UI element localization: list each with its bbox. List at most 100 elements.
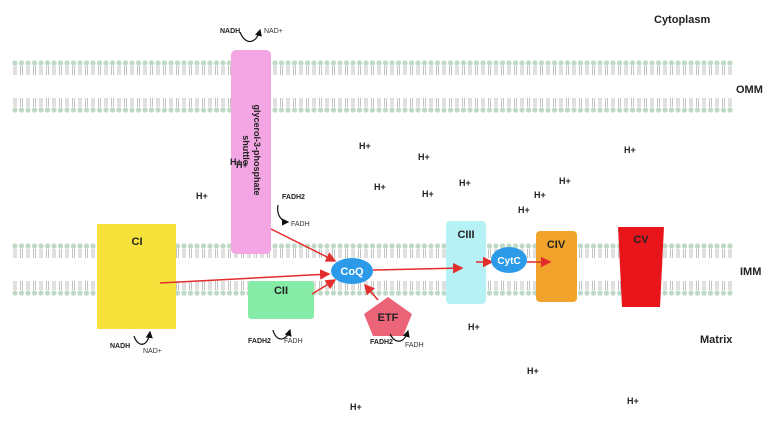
omm-lipid-head	[369, 60, 376, 66]
omm-lipid-head	[25, 60, 31, 66]
omm-lipid-head	[558, 107, 564, 113]
proton-label: H+	[459, 178, 471, 188]
imm-lipid-head	[187, 290, 194, 296]
omm-lipid-tail	[124, 66, 127, 75]
imm-lipid-head	[408, 290, 415, 296]
omm-lipid-head	[278, 107, 285, 113]
omm-lipid-head	[304, 107, 311, 113]
omm-lipid-head	[603, 107, 610, 113]
omm-lipid-head	[460, 60, 467, 66]
imm-lipid-tail	[228, 249, 231, 258]
omm-lipid-head	[707, 107, 714, 113]
omm-lipid-tail	[182, 98, 186, 107]
imm-lipid-head	[70, 243, 77, 249]
omm-lipid-tail	[117, 66, 121, 75]
nad-plus-label-ci: NAD+	[143, 348, 162, 355]
fadh-label-etf: FADH	[405, 342, 424, 349]
omm-lipid-tail	[572, 98, 576, 107]
omm-lipid-tail	[130, 66, 134, 75]
omm-lipid-head	[200, 107, 207, 113]
imm-lipid-head	[350, 290, 356, 296]
proton-label: H+	[236, 160, 248, 170]
proton-label: H+	[418, 152, 430, 162]
omm-lipid-head	[103, 60, 109, 66]
imm-lipid-tail	[683, 281, 686, 290]
omm-lipid-head	[187, 107, 194, 113]
omm-lipid-tail	[98, 98, 101, 107]
omm-lipid-head	[649, 60, 655, 66]
proton-label: H+	[527, 366, 539, 376]
omm-lipid-tail	[338, 98, 342, 107]
imm-lipid-head	[44, 243, 51, 249]
imm-label: IMM	[740, 266, 761, 278]
omm-lipid-tail	[286, 98, 290, 107]
omm-lipid-tail	[195, 66, 199, 75]
omm-lipid-tail	[663, 98, 667, 107]
omm-lipid-tail	[494, 66, 498, 75]
imm-lipid-head	[77, 290, 83, 296]
imm-lipid-head	[421, 243, 428, 249]
omm-lipid-head	[512, 107, 519, 113]
omm-lipid-tail	[423, 66, 426, 75]
cytc-label: CytC	[497, 256, 520, 267]
omm-lipid-tail	[423, 98, 426, 107]
imm-lipid-tail	[403, 249, 407, 258]
fadh2-label-cii: FADH2	[248, 338, 271, 345]
imm-lipid-tail	[611, 249, 615, 258]
omm-lipid-head	[571, 60, 577, 66]
omm-lipid-tail	[72, 98, 75, 107]
imm-lipid-head	[337, 243, 343, 249]
omm-lipid-tail	[137, 66, 140, 75]
omm-lipid-head	[467, 107, 473, 113]
omm-lipid-head	[363, 107, 369, 113]
imm-lipid-head	[12, 243, 18, 249]
omm-lipid-head	[298, 60, 304, 66]
imm-lipid-head	[681, 290, 688, 296]
omm-lipid-head	[532, 107, 538, 113]
omm-lipid-tail	[358, 66, 361, 75]
imm-lipid-tail	[299, 249, 303, 258]
omm-lipid-tail	[410, 98, 413, 107]
omm-lipid-head	[558, 60, 564, 66]
omm-lipid-head	[350, 60, 356, 66]
imm-lipid-tail	[371, 249, 374, 258]
omm-lipid-head	[337, 60, 343, 66]
omm-lipid-head	[226, 107, 233, 113]
imm-lipid-head	[18, 290, 25, 296]
omm-lipid-tail	[390, 98, 394, 107]
imm-lipid-tail	[195, 281, 199, 290]
imm-lipid-tail	[59, 281, 62, 290]
omm-lipid-tail	[306, 66, 309, 75]
imm-lipid-head	[343, 243, 350, 249]
omm-lipid-head	[116, 60, 122, 66]
omm-lipid-head	[220, 60, 226, 66]
omm-lipid-tail	[280, 66, 283, 75]
omm-lipid-tail	[533, 66, 537, 75]
omm-lipid-tail	[605, 66, 608, 75]
omm-lipid-head	[642, 60, 649, 66]
imm-lipid-head	[720, 243, 727, 249]
omm-lipid-tail	[156, 98, 160, 107]
imm-lipid-head	[200, 243, 207, 249]
imm-lipid-tail	[189, 281, 192, 290]
imm-lipid-tail	[403, 281, 407, 290]
omm-lipid-tail	[475, 66, 478, 75]
omm-lipid-head	[564, 60, 571, 66]
imm-lipid-head	[493, 290, 499, 296]
omm-lipid-head	[382, 60, 389, 66]
omm-lipid-head	[174, 60, 181, 66]
imm-lipid-tail	[91, 249, 95, 258]
imm-lipid-tail	[507, 281, 511, 290]
omm-lipid-tail	[494, 98, 498, 107]
omm-lipid-tail	[293, 66, 296, 75]
omm-lipid-head	[480, 60, 486, 66]
omm-lipid-head	[57, 107, 64, 113]
imm-lipid-tail	[20, 281, 23, 290]
omm-lipid-head	[161, 107, 168, 113]
omm-lipid-tail	[520, 98, 524, 107]
proton-label: H+	[230, 157, 242, 167]
omm-lipid-tail	[384, 98, 387, 107]
omm-lipid-tail	[488, 98, 491, 107]
imm-lipid-tail	[65, 249, 69, 258]
imm-lipid-tail	[91, 281, 95, 290]
